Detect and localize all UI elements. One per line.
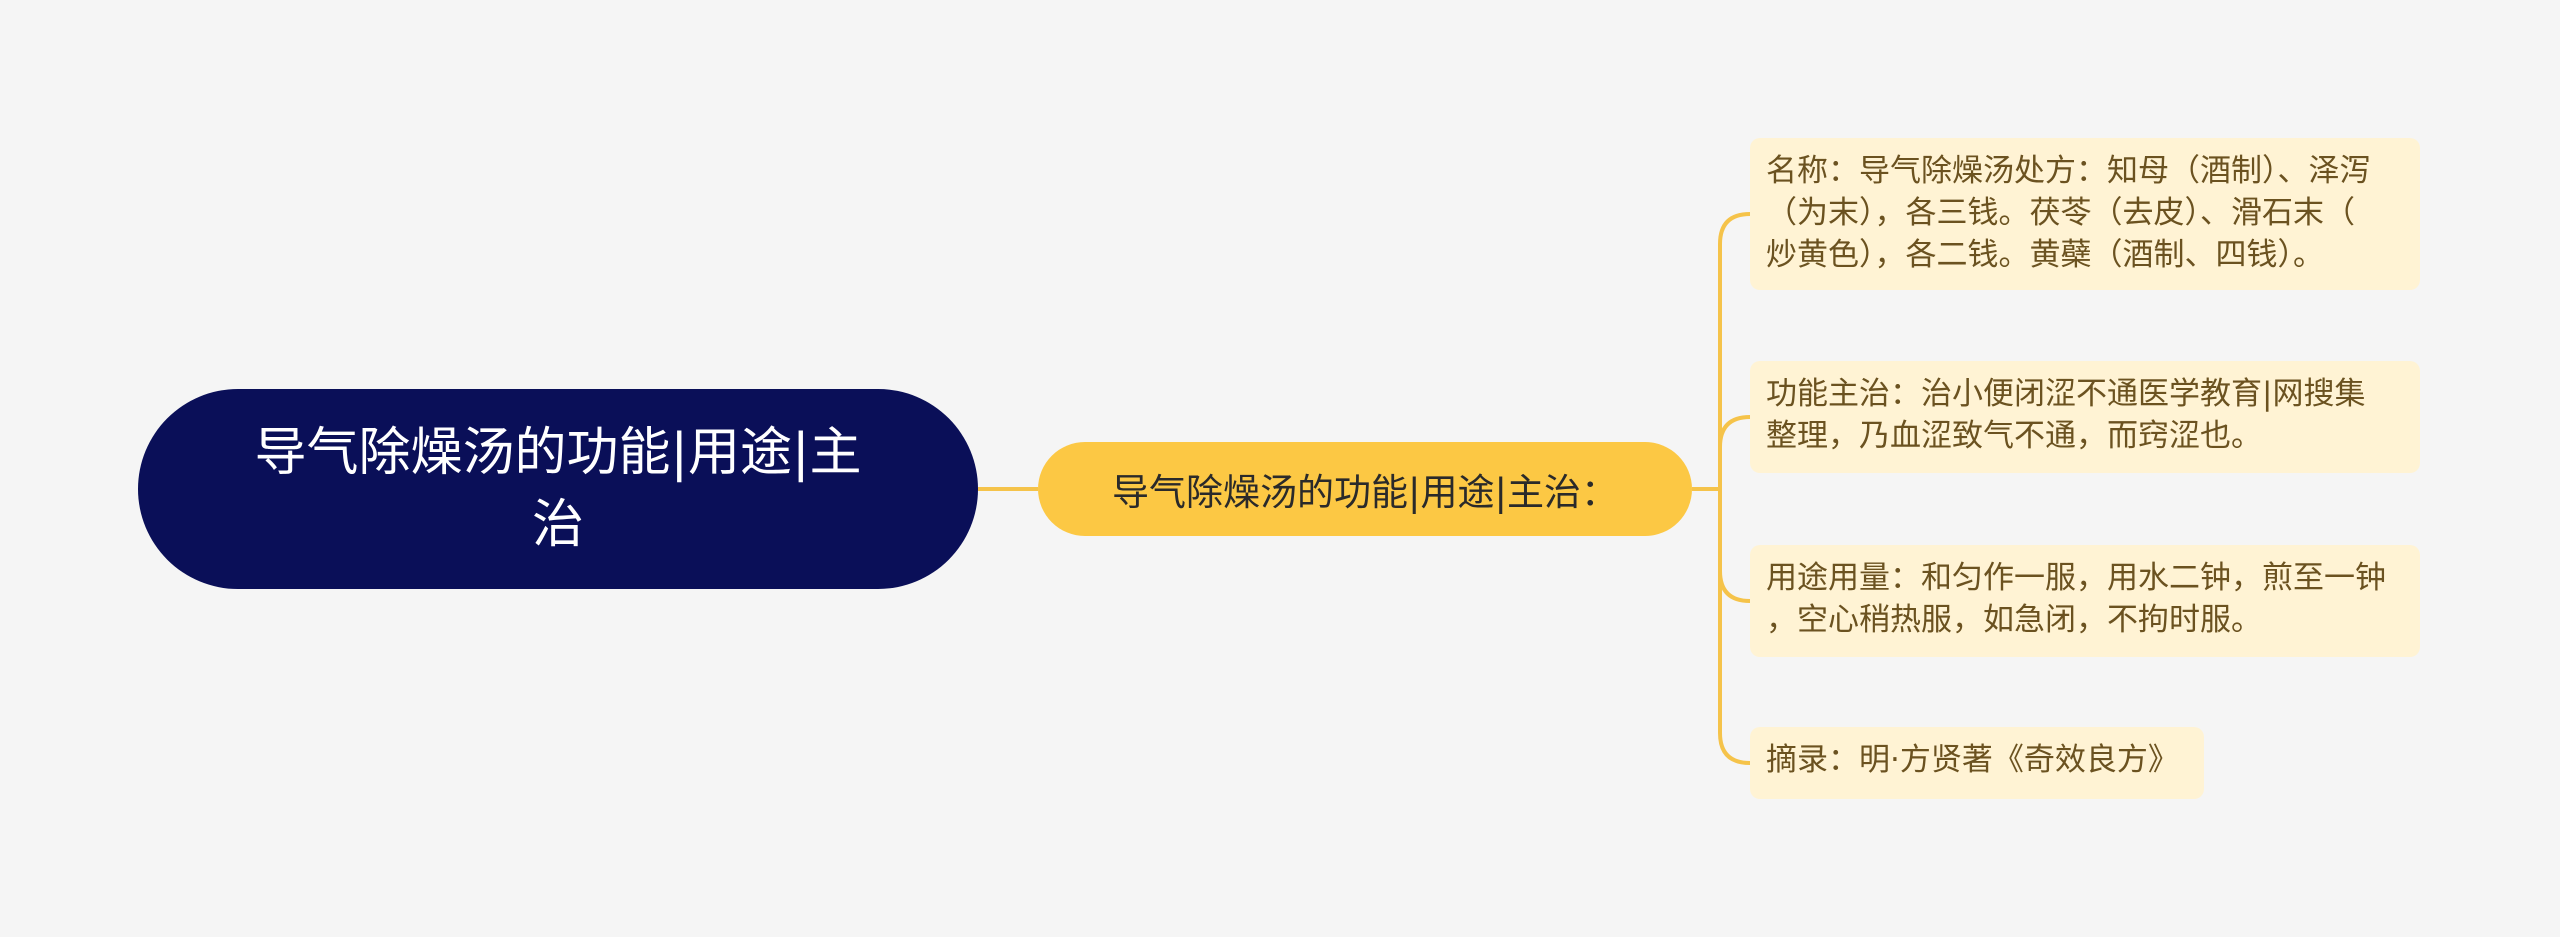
leaf-node-label: 用途用量：和匀作一服，用水二钟，煎至一钟 ，空心稍热服，如急闭，不拘时服。 [1766, 560, 2386, 638]
leaf-node-label: 摘录：明·方贤著《奇效良方》 [1766, 742, 2179, 778]
leaf-node-function[interactable]: 功能主治：治小便闭涩不通医学教育|网搜集 整理，乃血涩致气不通，而窍涩也。 [1750, 361, 2420, 473]
leaf-node-name[interactable]: 名称：导气除燥汤处方：知母（酒制）、泽泻 （为末），各三钱。茯苓（去皮）、滑石末… [1750, 138, 2420, 290]
leaf-node-label: 功能主治：治小便闭涩不通医学教育|网搜集 整理，乃血涩致气不通，而窍涩也。 [1766, 376, 2366, 454]
branch-node[interactable]: 导气除燥汤的功能|用途|主治： [1038, 442, 1692, 536]
leaf-node-label: 名称：导气除燥汤处方：知母（酒制）、泽泻 （为末），各三钱。茯苓（去皮）、滑石末… [1766, 153, 2371, 273]
leaf-3-connector [1718, 489, 1751, 603]
leaf-2-connector [1718, 415, 1751, 489]
branch-node-label: 导气除燥汤的功能|用途|主治： [1112, 471, 1618, 514]
root-node-label: 导气除燥汤的功能|用途|主 治 [254, 423, 862, 555]
leaf-4-connector [1718, 489, 1751, 765]
leaf-node-usage[interactable]: 用途用量：和匀作一服，用水二钟，煎至一钟 ，空心稍热服，如急闭，不拘时服。 [1750, 545, 2420, 657]
root-node[interactable]: 导气除燥汤的功能|用途|主 治 [138, 389, 978, 589]
leaf-1-connector [1718, 212, 1751, 489]
leaf-node-source[interactable]: 摘录：明·方贤著《奇效良方》 [1750, 727, 2204, 799]
